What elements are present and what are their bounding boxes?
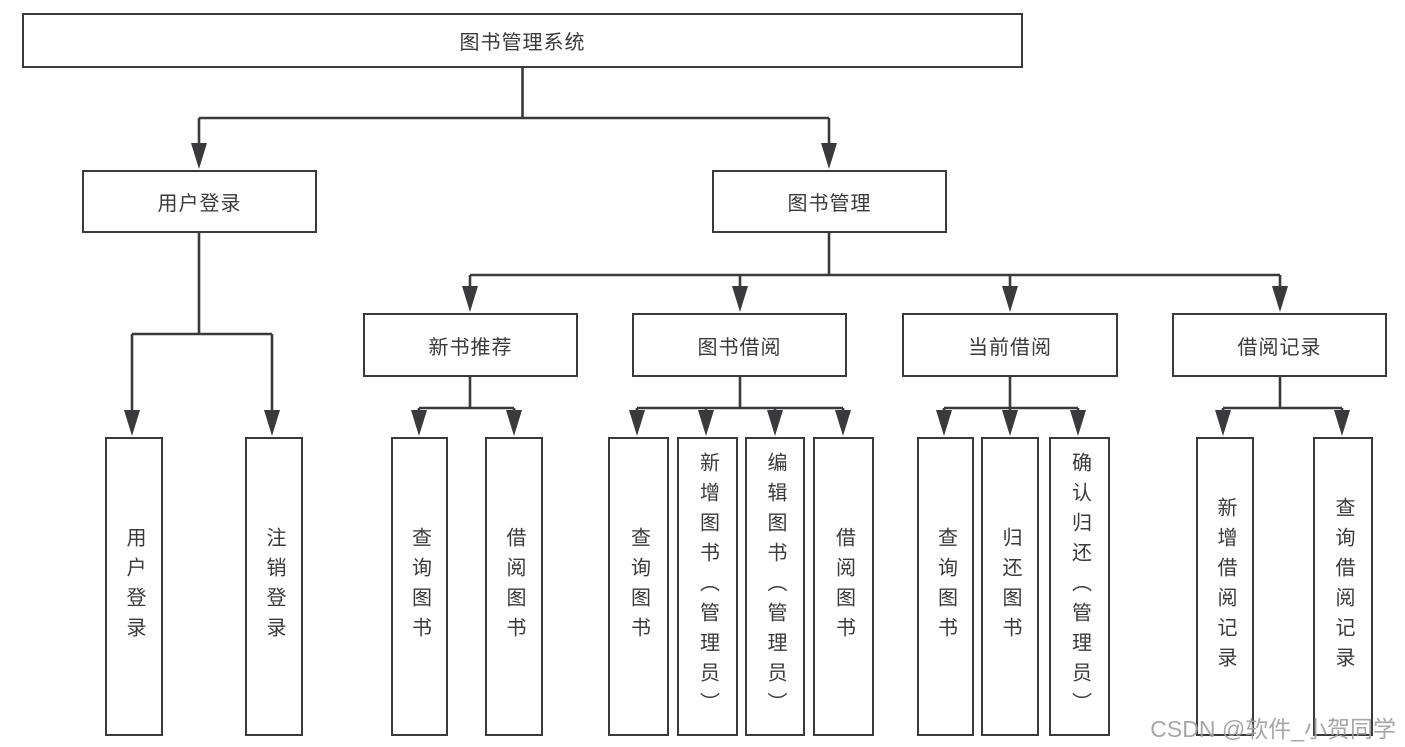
connector-current-borrow xyxy=(942,377,1080,413)
node-leaf-add-books-admin: 新增图书（管理员） xyxy=(677,437,738,736)
arrowhead xyxy=(767,410,783,436)
connector-new-book-rec xyxy=(417,377,516,413)
connector-user-login xyxy=(130,233,274,413)
node-user-login: 用户登录 xyxy=(82,170,317,233)
arrowhead xyxy=(835,410,851,436)
node-leaf-query-books: 查询图书 xyxy=(608,437,669,736)
arrowhead xyxy=(1215,410,1231,436)
arrowhead xyxy=(506,410,522,436)
arrowhead xyxy=(1002,410,1018,436)
connector-root xyxy=(197,68,831,146)
arrowhead xyxy=(411,410,427,436)
arrowhead xyxy=(936,410,952,436)
node-current-borrowing: 当前借阅 xyxy=(902,313,1118,377)
arrowhead xyxy=(264,410,280,436)
arrowhead xyxy=(1272,286,1288,312)
arrowhead xyxy=(698,410,714,436)
node-borrowing-records: 借阅记录 xyxy=(1172,313,1387,377)
node-library-system: 图书管理系统 xyxy=(22,13,1023,68)
arrowhead xyxy=(462,286,478,312)
node-new-book-recommend: 新书推荐 xyxy=(363,313,578,377)
node-leaf-add-borrow-record: 新增借阅记录 xyxy=(1196,437,1254,736)
arrowhead xyxy=(1070,410,1086,436)
arrowhead xyxy=(1334,410,1350,436)
node-leaf-user-login: 用户登录 xyxy=(105,437,163,736)
node-leaf-return-books: 归还图书 xyxy=(981,437,1039,736)
csdn-watermark: CSDN @软件_小贺同学 xyxy=(1150,716,1396,742)
arrowhead xyxy=(629,410,645,436)
connector-book-mgmt xyxy=(468,233,1282,289)
node-leaf-query-books: 查询图书 xyxy=(917,437,974,736)
arrowhead xyxy=(1002,286,1018,312)
arrowheads xyxy=(124,143,1350,436)
arrowhead xyxy=(732,286,748,312)
connector-borrow-record xyxy=(1221,377,1344,413)
connector-paths xyxy=(130,68,1344,413)
node-leaf-confirm-return-admin: 确认归还（管理员） xyxy=(1049,437,1110,736)
node-book-borrowing: 图书借阅 xyxy=(632,313,847,377)
node-leaf-edit-books-admin: 编辑图书（管理员） xyxy=(745,437,805,736)
node-leaf-borrow-books: 借阅图书 xyxy=(813,437,874,736)
node-leaf-query-books: 查询图书 xyxy=(391,437,448,736)
arrowhead xyxy=(124,410,140,436)
connector-book-borrow xyxy=(635,377,845,413)
node-book-management: 图书管理 xyxy=(712,170,947,233)
node-leaf-borrow-books: 借阅图书 xyxy=(485,437,543,736)
arrowhead xyxy=(191,143,207,169)
node-leaf-query-borrow-record: 查询借阅记录 xyxy=(1313,437,1373,736)
node-leaf-logout: 注销登录 xyxy=(245,437,303,736)
arrowhead xyxy=(821,143,837,169)
